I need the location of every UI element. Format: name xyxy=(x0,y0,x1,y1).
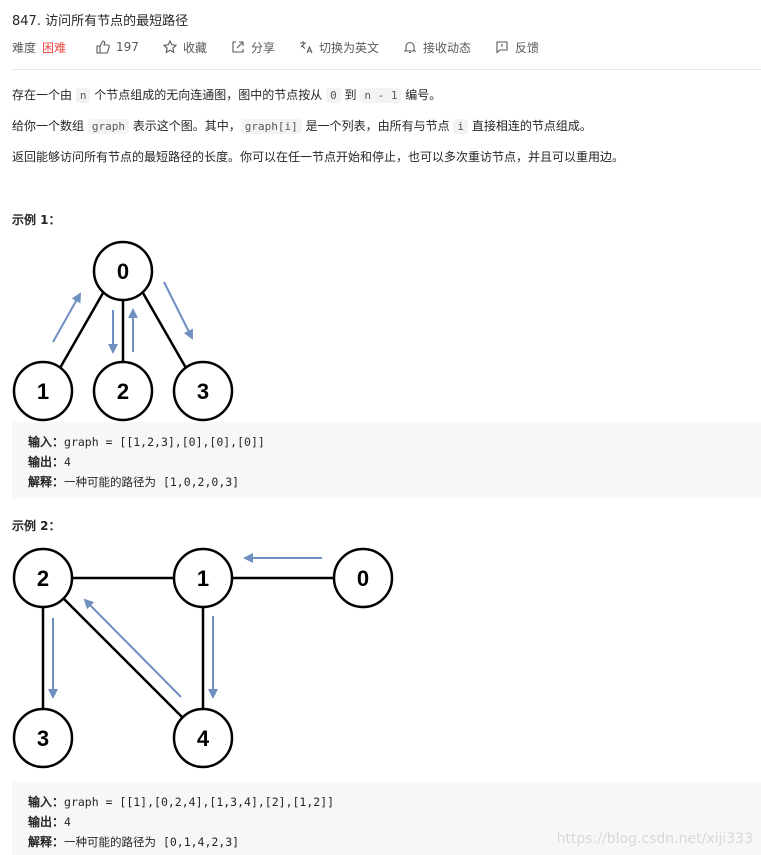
edge-0-3 xyxy=(141,292,188,369)
subscribe-button[interactable]: 接收动态 xyxy=(403,39,471,56)
description-paragraph-3: 返回能够访问所有节点的最短路径的长度。你可以在任一节点开始和停止，也可以多次重访… xyxy=(12,150,625,164)
inline-code: n xyxy=(75,88,91,103)
example-1-explain-line: 解释：一种可能的路径为 [1,0,2,0,3] xyxy=(28,475,240,489)
watermark: https://blog.csdn.net/xiji333 xyxy=(556,831,753,847)
example-1-graph: 0 1 2 3 xyxy=(12,240,234,422)
problem-title: 847. 访问所有节点的最短路径 xyxy=(12,14,189,29)
example-1-title: 示例 1： xyxy=(12,213,61,227)
example-2-graph: 2 1 0 3 4 xyxy=(12,547,394,769)
favorite-button[interactable]: 收藏 xyxy=(162,39,207,56)
like-button[interactable]: 197 xyxy=(96,40,139,54)
description-paragraph-2: 给你一个数组 graph 表示这个图。其中，graph[i] 是一个列表，由所有… xyxy=(12,119,592,134)
graph-node-label: 2 xyxy=(117,379,129,404)
example-2-input-line: 输入：graph = [[1],[0,2,4],[1,3,4],[2],[1,2… xyxy=(28,795,335,809)
switch-language-button[interactable]: 切换为英文 xyxy=(299,39,379,56)
header-divider xyxy=(12,69,761,70)
problem-meta-bar: 难度 困难 197 收藏 分享 切换为英文 接收动态 反馈 xyxy=(12,38,563,56)
path-arrow xyxy=(163,281,193,340)
example-1-output-line: 输出：4 xyxy=(28,455,71,469)
difficulty-badge: 困难 xyxy=(42,40,67,55)
graph-node xyxy=(92,360,154,422)
favorite-label: 收藏 xyxy=(182,40,207,55)
inline-code: n - 1 xyxy=(360,88,402,103)
graph-node-label: 1 xyxy=(197,566,209,591)
description-paragraph-1: 存在一个由 n 个节点组成的无向连通图，图中的节点按从 0 到 n - 1 编号… xyxy=(12,88,442,103)
example-1-code-block: 输入：graph = [[1,2,3],[0],[0],[0]] 输出：4 解释… xyxy=(12,422,761,498)
graph-node xyxy=(172,360,234,422)
graph-node-label: 0 xyxy=(117,259,129,284)
inline-code: graph[i] xyxy=(240,119,302,134)
inline-code: i xyxy=(453,119,469,134)
share-icon xyxy=(232,41,244,53)
graph-node xyxy=(332,547,394,609)
share-button[interactable]: 分享 xyxy=(231,39,275,56)
graph-node xyxy=(172,707,234,769)
thumbs-up-icon xyxy=(96,40,110,54)
graph-node-label: 3 xyxy=(197,379,209,404)
edge-0-1 xyxy=(58,292,105,369)
edge-2-4 xyxy=(63,598,183,718)
graph-node-label: 3 xyxy=(37,726,49,751)
graph-node xyxy=(172,547,234,609)
feedback-label: 反馈 xyxy=(515,40,540,55)
graph-node-label: 1 xyxy=(37,379,49,404)
graph-node-label: 4 xyxy=(197,726,210,751)
bell-icon xyxy=(403,41,417,54)
graph-node xyxy=(12,707,74,769)
example-2-code-block: 输入：graph = [[1],[0,2,4],[1,3,4],[2],[1,2… xyxy=(12,782,761,855)
feedback-icon xyxy=(496,41,508,54)
graph-node xyxy=(92,240,154,302)
example-2-output-line: 输出：4 xyxy=(28,815,71,829)
path-arrow xyxy=(83,598,182,698)
difficulty-label: 难度 xyxy=(12,40,37,55)
feedback-button[interactable]: 反馈 xyxy=(495,39,539,56)
inline-code: graph xyxy=(87,119,129,134)
subscribe-label: 接收动态 xyxy=(422,40,471,55)
like-count: 197 xyxy=(116,40,139,54)
translate-icon xyxy=(299,41,313,54)
star-icon xyxy=(162,40,177,54)
example-2-title: 示例 2： xyxy=(12,519,61,533)
inline-code: 0 xyxy=(326,88,341,103)
example-2-explain-line: 解释：一种可能的路径为 [0,1,4,2,3] xyxy=(28,835,240,849)
graph-node-label: 2 xyxy=(37,566,49,591)
example-1-input-line: 输入：graph = [[1,2,3],[0],[0],[0]] xyxy=(28,435,265,449)
path-arrow xyxy=(52,292,81,343)
graph-node xyxy=(12,547,74,609)
share-label: 分享 xyxy=(250,40,275,55)
graph-node xyxy=(12,360,74,422)
switch-language-label: 切换为英文 xyxy=(318,40,379,55)
graph-node-label: 0 xyxy=(357,566,369,591)
